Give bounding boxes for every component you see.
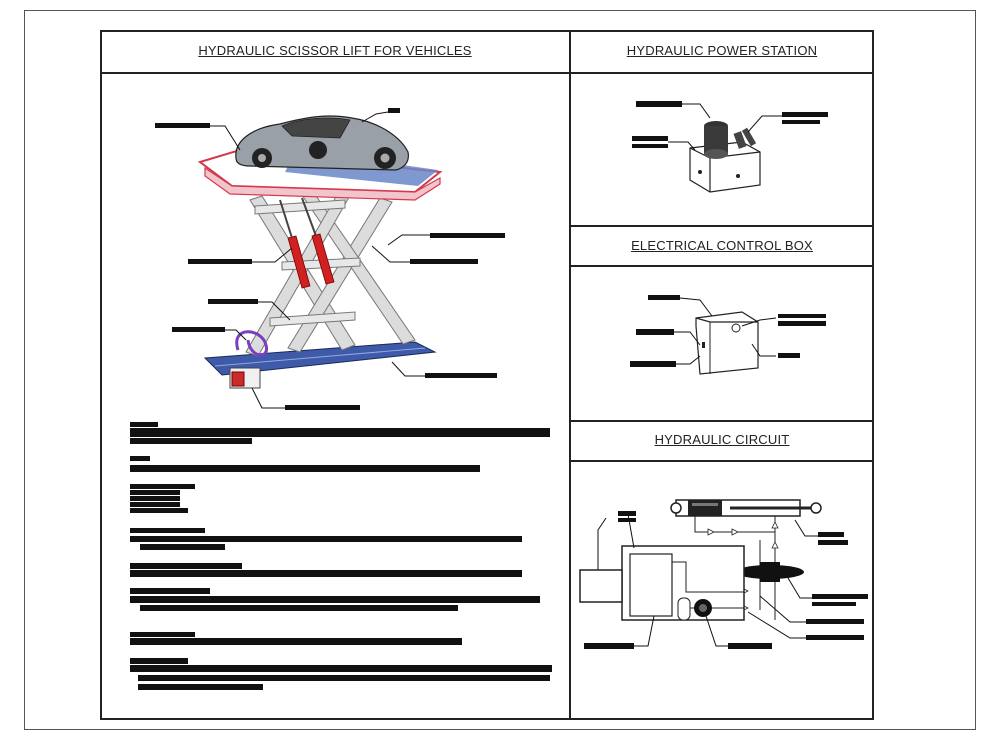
divider-3 bbox=[570, 420, 874, 422]
main-title: HYDRAULIC SCISSOR LIFT FOR VEHICLES bbox=[198, 43, 472, 58]
circuit-illustration bbox=[579, 499, 868, 649]
hydraulic-cylinders bbox=[279, 197, 335, 289]
power-unit bbox=[229, 367, 261, 389]
divider-2 bbox=[570, 265, 874, 267]
divider-4 bbox=[570, 460, 874, 462]
diagram-sheet bbox=[100, 30, 874, 720]
control-box-illustration bbox=[630, 295, 826, 375]
hydraulic-hose bbox=[235, 330, 268, 357]
car bbox=[235, 115, 409, 171]
power-station-title: HYDRAULIC POWER STATION bbox=[626, 43, 818, 58]
column-divider bbox=[569, 30, 571, 720]
redacted-text-block bbox=[130, 422, 552, 690]
scissor-lift-illustration bbox=[155, 108, 505, 410]
divider-1 bbox=[570, 225, 874, 227]
power-station-illustration bbox=[632, 101, 828, 193]
circuit-title: HYDRAULIC CIRCUIT bbox=[654, 432, 790, 447]
control-box-title: ELECTRICAL CONTROL BOX bbox=[631, 238, 813, 253]
page-border bbox=[24, 10, 976, 730]
header-divider bbox=[100, 72, 874, 74]
